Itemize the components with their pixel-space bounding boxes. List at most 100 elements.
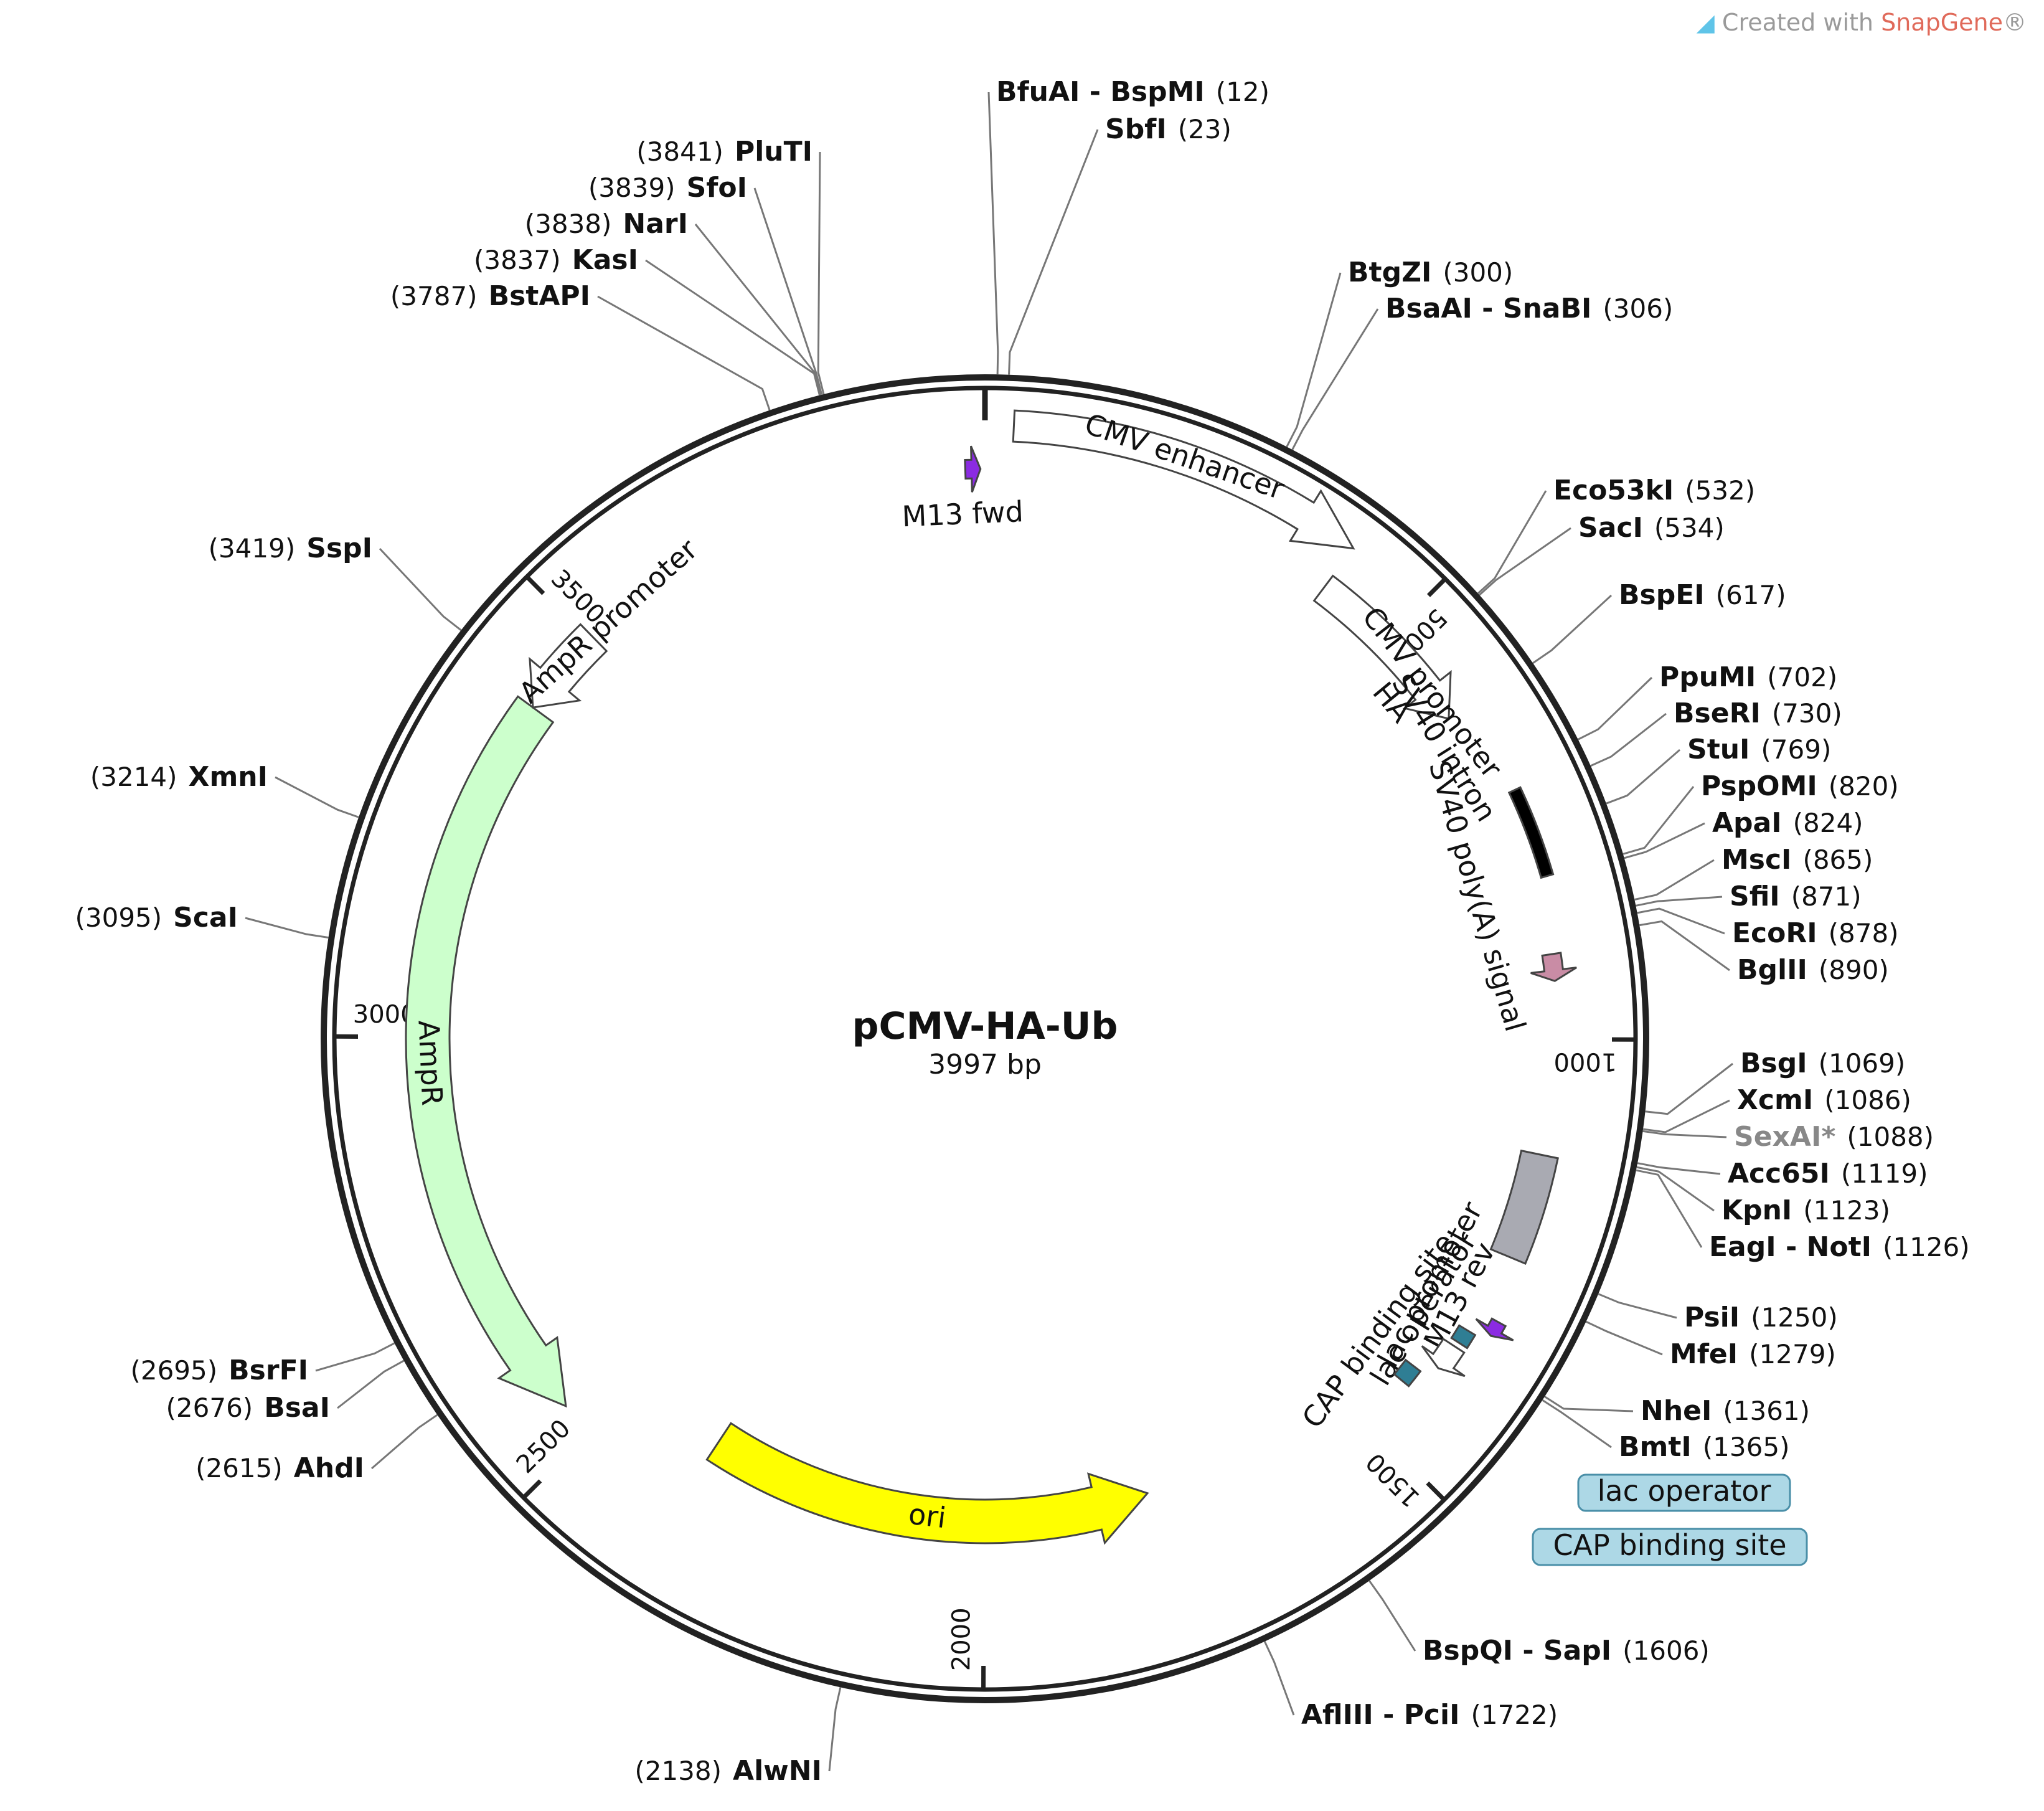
site-xmni: (3214)XmnI: [90, 761, 359, 818]
site-leader: [245, 917, 329, 939]
feature-label: AmpR: [412, 1019, 449, 1107]
site-leader: [1477, 490, 1547, 594]
site-leader: [1639, 920, 1730, 972]
site-bglii: BglII(890): [1639, 920, 1889, 986]
site-leader: [1636, 1169, 1703, 1248]
site-label: (2615)AhdI: [195, 1452, 364, 1484]
site-afliii: AflIII - PciI(1722): [1263, 1641, 1558, 1731]
site-leader: [1590, 712, 1667, 767]
site-sfii: SfiI(871): [1636, 881, 1862, 912]
site-psii: PsiI(1250): [1598, 1293, 1838, 1333]
feature-cmv-enhancer: [1012, 409, 1355, 550]
site-leader: [1598, 1293, 1677, 1319]
site-nari: (3838)NarI: [525, 208, 822, 395]
site-label: (2138)AlwNI: [634, 1755, 822, 1787]
site-leader: [1622, 786, 1695, 855]
site-leader: [1286, 272, 1342, 448]
site-msci: MscI(865): [1634, 844, 1873, 901]
site-label: PsiI(1250): [1684, 1302, 1838, 1333]
site-label: (3837)KasI: [474, 244, 638, 276]
site-bspei: BspEI(617): [1532, 579, 1786, 664]
site-label: BsaAI - SnaBI(306): [1385, 293, 1673, 324]
site-label: BseRI(730): [1674, 697, 1842, 729]
site-label: BmtI(1365): [1619, 1431, 1789, 1463]
feature-label: ori: [907, 1497, 948, 1535]
watermark-prefix: Created with: [1721, 9, 1882, 36]
tick-1500: [1426, 1481, 1446, 1501]
boxed-label-bg: [1532, 1528, 1808, 1566]
plasmid-name: pCMV-HA-Ub: [852, 1005, 1118, 1048]
site-label: BglII(890): [1737, 954, 1889, 986]
boxed-label-text: lac operator: [1598, 1474, 1771, 1508]
site-bfuai: BfuAI - BspMI(12): [987, 76, 1269, 375]
site-label: PpuMI(702): [1659, 661, 1837, 693]
site-label: (2676)BsaI: [166, 1392, 330, 1424]
site-label: (3838)NarI: [525, 208, 688, 240]
site-alwni: (2138)AlwNI: [634, 1687, 842, 1787]
site-leader: [1532, 594, 1613, 664]
site-ahdi: (2615)AhdI: [195, 1414, 438, 1484]
tick-label: 2500: [511, 1414, 577, 1479]
feature-sv40-intron: [1507, 786, 1555, 879]
site-label: (3839)SfoI: [588, 172, 747, 204]
feature-lac-operator: [1450, 1324, 1477, 1350]
site-label: XcmI(1086): [1737, 1084, 1911, 1116]
site-nhei: NheI(1361): [1544, 1395, 1810, 1427]
site-eagi: EagI - NotI(1126): [1636, 1169, 1970, 1263]
boxed-label-lac-operator: lac operator: [1577, 1473, 1791, 1512]
site-label: KpnI(1123): [1721, 1194, 1890, 1226]
site-bsaai: BsaAI - SnaBI(306): [1291, 293, 1673, 450]
site-label: SfiI(871): [1730, 881, 1862, 912]
site-label: (3787)BstAPI: [390, 280, 590, 312]
site-sspi: (3419)SspI: [209, 532, 462, 631]
tick-3500: [525, 575, 545, 595]
center-label: pCMV-HA-Ub 3997 bp: [852, 1005, 1118, 1080]
feature-ori: [705, 1422, 1149, 1545]
feature-m13-rev: [1475, 1317, 1514, 1341]
site-leader: [1577, 676, 1653, 740]
site-leader: [1263, 1641, 1295, 1716]
site-bsgi: BsgI(1069): [1645, 1047, 1905, 1115]
site-mfei: MfeI(1279): [1585, 1320, 1836, 1370]
snapgene-watermark: ◢ Created with SnapGene®: [1697, 9, 2027, 36]
site-leader: [1606, 749, 1680, 805]
site-label: (3419)SspI: [209, 532, 372, 564]
feature-label: CMV enhancer: [1081, 407, 1289, 506]
snapgene-logo-icon: ◢: [1696, 9, 1715, 36]
site-leader: [1008, 129, 1099, 375]
site-sbfi: SbfI(23): [1008, 113, 1232, 375]
site-leader: [1624, 822, 1705, 859]
site-acc65i: Acc65I(1119): [1637, 1158, 1928, 1189]
feature-ha: [1530, 952, 1577, 982]
site-label: BtgZI(300): [1348, 257, 1513, 288]
site-leader: [1479, 527, 1571, 596]
site-btgzi: BtgZI(300): [1286, 257, 1513, 448]
site-kasi: (3837)KasI: [474, 244, 821, 395]
site-leader: [597, 295, 771, 411]
site-leader: [1636, 1166, 1715, 1212]
feature-ampr: [405, 695, 567, 1408]
site-leader: [275, 776, 359, 818]
site-eco53ki: Eco53kI(532): [1477, 475, 1755, 594]
tick-label: 1000: [1553, 1047, 1617, 1076]
site-leader: [1544, 1396, 1634, 1412]
site-pspomi: PspOMI(820): [1622, 770, 1899, 855]
site-xcmi: XcmI(1086): [1642, 1084, 1911, 1133]
feature-m13-fwd: [964, 445, 982, 493]
site-leader: [753, 187, 823, 395]
site-label: SexAI*(1088): [1734, 1121, 1934, 1153]
site-label: BfuAI - BspMI(12): [996, 76, 1269, 108]
boxed-label-cap-binding-site: CAP binding site: [1532, 1528, 1808, 1566]
site-label: (3841)PluTI: [636, 136, 812, 168]
site-leader: [1637, 907, 1725, 935]
site-bsrfi: (2695)BsrFI: [130, 1342, 395, 1386]
site-apai: ApaI(824): [1624, 807, 1863, 859]
site-leader: [315, 1342, 395, 1372]
site-label: (3095)ScaI: [75, 902, 238, 934]
watermark-suffix: ®: [2003, 9, 2027, 36]
site-leader: [1642, 1130, 1727, 1138]
site-ecori: EcoRI(878): [1637, 907, 1899, 949]
site-label: ApaI(824): [1712, 807, 1863, 839]
site-label: AflIII - PciI(1722): [1301, 1699, 1558, 1731]
site-label: BsgI(1069): [1740, 1047, 1905, 1079]
